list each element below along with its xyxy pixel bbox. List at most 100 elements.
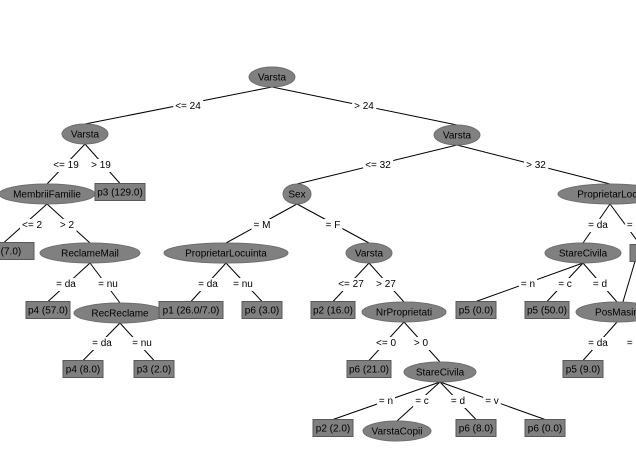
leaf-label: p2 (16.0) [313,306,353,317]
edge-label: = da [92,338,112,349]
leaf-box [133,360,175,378]
edge-label-background [173,100,204,113]
split-node: RecReclame [73,302,167,324]
leaf-node: p3 (7.0) [0,242,35,260]
leaf-box [346,360,392,378]
split-node: Varsta [433,124,481,146]
edge-label: = nu [98,279,118,290]
edge-label: = n [627,220,636,231]
leaf-box [94,183,146,201]
edge-label-background [130,337,154,350]
node-label: ProprietarLocu [577,190,636,201]
leaf-node: p5 (0.0) [455,301,497,319]
leaf-label: p3 (2.0) [137,365,171,376]
leaf-box [310,301,356,319]
edge-label: = n [379,396,393,407]
leaf-box [455,419,497,437]
leaf-box [312,419,354,437]
leaf-node: p3 (2.0) [133,360,175,378]
node-label: RecReclame [91,309,149,320]
edge-label: = F [326,220,341,231]
node-label: MembriiFamilie [13,190,81,201]
edge-label-background [586,337,611,350]
edge-label-background [483,395,501,408]
edge-label-background [323,219,343,232]
leaf-label: p5 (0.0) [459,306,493,317]
split-node: ProprietarLocu [557,183,636,205]
split-ellipse [362,420,432,442]
edge-label-background [624,337,636,350]
leaf-label: p6 (0.0) [528,424,562,435]
edge-label-background [96,278,120,291]
leaf-box [241,301,283,319]
edge-label-background [624,219,636,232]
leaf-box [629,244,636,262]
split-ellipse [403,361,477,383]
edge-labels-layer: <= 24> 24<= 19> 19<= 2> 2= da= nu= da= n… [19,100,636,408]
node-label: NrProprietati [376,308,432,319]
split-node: MembriiFamilie [0,183,96,205]
edge-label-background [352,100,377,113]
leaf-node: p6 (8.0) [455,419,497,437]
edge-label: = v [485,396,499,407]
node-label: VarstaCopii [372,427,423,438]
edge-label-background [336,278,367,291]
leaf-node: p2 (16.0) [310,301,356,319]
node-label: StareCivila [559,249,608,260]
edge-label-background [54,278,79,291]
edge-label-background [448,395,468,408]
split-node: StareCivila [544,242,622,264]
node-label: ReclameMail [61,249,119,260]
leaf-node: p6 (21.0) [346,360,392,378]
edge-label-background [51,159,82,172]
edge-label: <= 24 [175,101,201,112]
edge-label: = da [588,220,608,231]
split-node: ProprietarLocuinta [163,242,289,264]
leaf-node: p4 (8.0) [62,360,104,378]
split-node: Sex [282,183,312,205]
leaf-label: p1 (26.0/7.0) [163,306,220,317]
edge-label-background [231,278,255,291]
node-label: Varsta [443,131,472,142]
split-node: PosMasin [575,301,636,323]
edge-label: = n [627,338,636,349]
node-label: ProprietarLocuinta [185,249,267,260]
leaf-box [62,360,104,378]
edge-label: <= 27 [338,279,364,290]
split-node: ReclameMail [39,242,141,264]
split-ellipse [433,124,481,146]
split-ellipse [345,242,393,264]
split-ellipse [248,66,296,88]
split-ellipse [163,242,289,264]
edge-label: = d [451,396,465,407]
leaf-label: p5 (9.0) [566,365,600,376]
split-ellipse [361,301,447,323]
node-label: Varsta [258,73,287,84]
edge-label: > 2 [60,220,75,231]
edge-label-background [376,395,396,408]
split-ellipse [575,301,636,323]
edge-label-background [586,219,611,232]
edge-label: > 0 [414,338,429,349]
edge-label-background [590,278,610,291]
leaf-node: p5 (50.0) [524,301,570,319]
edge-label-background [19,219,45,232]
node-label: Varsta [71,130,100,141]
leaf-box [25,301,71,319]
edge-label: > 19 [91,160,111,171]
split-node: Varsta [248,66,296,88]
leaf-box [524,301,570,319]
leaf-label: p3 (129.0) [97,188,143,199]
split-ellipse [557,183,636,205]
leaf-node [629,244,636,262]
edge-label: > 24 [354,101,374,112]
edge-label-background [57,219,77,232]
leaf-node: p2 (2.0) [312,419,354,437]
edge-label: > 32 [526,160,546,171]
edge-label-background [556,278,574,291]
leaf-node: p5 (9.0) [562,360,604,378]
leaf-box [455,301,497,319]
